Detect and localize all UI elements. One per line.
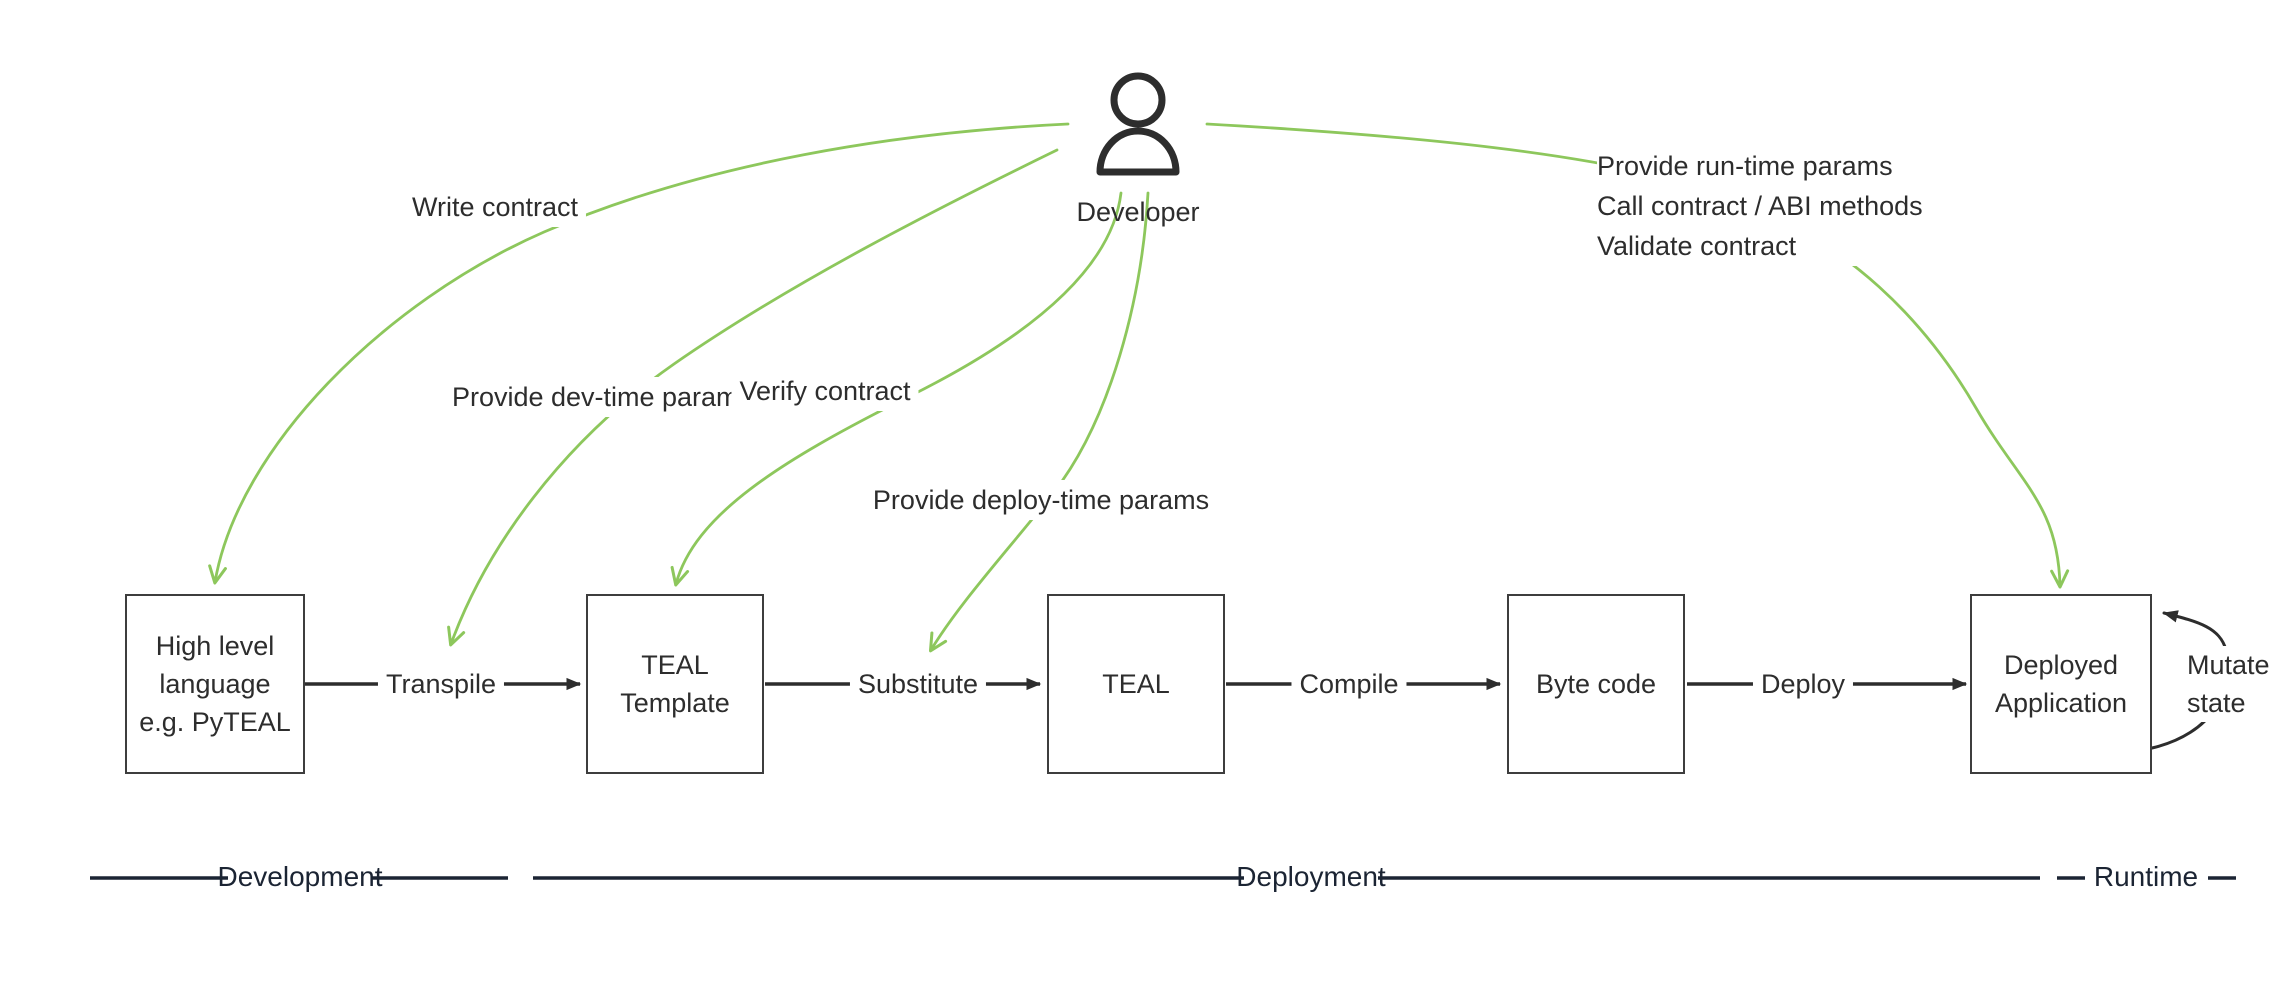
edge-label-compile: Compile (1291, 664, 1407, 704)
edge-write-contract (208, 122, 1070, 585)
box-teal-template: TEAL Template (586, 594, 764, 774)
phase-label-development: Development (217, 861, 383, 892)
box-teal: TEAL (1047, 594, 1225, 774)
action-label-run-time: Provide run-time params Call contract / … (1597, 146, 1923, 266)
box-byte-code: Byte code (1507, 594, 1685, 774)
developer-label: Developer (1076, 197, 1200, 227)
action-label-provide-deploy-time-params: Provide deploy-time params (864, 480, 1218, 520)
action-label-write-contract: Write contract (403, 187, 587, 227)
edge-label-transpile: Transpile (377, 664, 505, 704)
developer-icon (1096, 72, 1180, 176)
phase-label-runtime: Runtime (2093, 861, 2199, 892)
phase-label-deployment: Deployment (1236, 861, 1386, 892)
edge-provide-deploy-time-params (928, 191, 1150, 653)
box-high-level-language: High level language e.g. PyTEAL (125, 594, 305, 774)
box-deployed-application: Deployed Application (1970, 594, 2152, 774)
loop-label-mutate-state: Mutate state (2187, 646, 2270, 722)
edge-label-substitute: Substitute (849, 664, 987, 704)
edge-label-deploy: Deploy (1752, 664, 1854, 704)
action-label-provide-dev-time-params: Provide dev-time params (443, 377, 761, 417)
action-label-verify-contract: Verify contract (731, 371, 919, 411)
edge-provide-dev-time-params (447, 148, 1059, 647)
